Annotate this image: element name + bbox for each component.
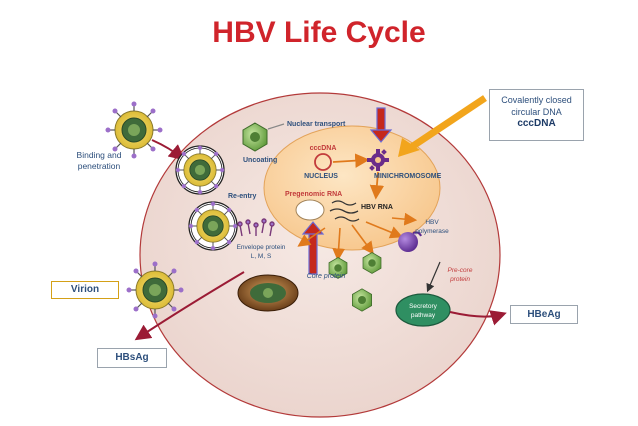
callout-line-2: circular DNA [511, 107, 562, 117]
binding-arrow [151, 139, 186, 161]
callout-line-3: cccDNA [517, 118, 556, 129]
cccdna-to-minichromosome-arrow [332, 153, 370, 168]
transcription-arrow [369, 171, 385, 200]
cccdna-ring [314, 153, 332, 171]
hbv-polymerase-icon [398, 231, 422, 252]
label-uncoating: Uncoating [243, 157, 277, 164]
hbsag-secretion-arrow [134, 271, 245, 341]
label-hbv-rna: HBV RNA [361, 204, 393, 211]
virion-box: Virion [51, 281, 119, 299]
label-envelope-types: L, M, S [251, 253, 272, 260]
label-precore-protein-2: protein [449, 276, 470, 283]
uncoating-virion-icon [175, 145, 225, 195]
label-nuclear-transport: Nuclear transport [287, 121, 346, 128]
cccdna-callout-box: Covalently closed circular DNA cccDNA [489, 89, 584, 141]
label-secretory-pathway-2: pathway [411, 312, 436, 319]
envelope-protein-icons [237, 218, 275, 237]
precore-arrow [426, 261, 441, 293]
diagram-title: HBV Life Cycle [212, 16, 426, 49]
entry-arrow-top [369, 107, 393, 143]
hbv-rna-strands [329, 200, 360, 222]
translation-arrows [297, 212, 418, 262]
entry-arrow-bottom [301, 221, 325, 275]
label-precore-protein-1: Pre-core [448, 267, 473, 274]
label-hbv-polymerase-1: HBV [425, 219, 439, 226]
label-core-protein: Core protein [307, 273, 346, 280]
label-hbv-polymerase-2: polymerase [415, 228, 449, 235]
label-binding-2: penetration [78, 161, 121, 171]
label-re-entry: Re-entry [228, 193, 257, 200]
callout-line-1: Covalently closed [501, 95, 572, 105]
label-envelope-protein: Envelope protein [237, 244, 286, 251]
label-secretory-pathway-1: Secretory [409, 303, 438, 310]
assembly-vesicle-icon [237, 274, 299, 312]
hbsag-box: HBsAg [97, 348, 167, 368]
callout-arrowhead [398, 138, 420, 157]
label-minichromosome: MINICHROMOSOME [374, 173, 442, 180]
exiting-virion-icon [125, 260, 185, 320]
label-binding-1: Binding and [77, 150, 122, 160]
label-cccdna: cccDNA [310, 145, 337, 152]
re-entry-virion-icon [188, 201, 238, 251]
nuclear-transport-arrow [267, 123, 285, 130]
label-pregenomic-rna: Pregenomic RNA [285, 191, 342, 198]
pregenomic-rna-particle [295, 199, 325, 221]
hbeag-box: HBeAg [510, 305, 578, 324]
label-nucleus: NUCLEUS [304, 173, 338, 180]
hbeag-secretion-arrow [449, 310, 507, 326]
secretory-pathway-node [395, 293, 451, 327]
callout-arrow [408, 95, 487, 151]
